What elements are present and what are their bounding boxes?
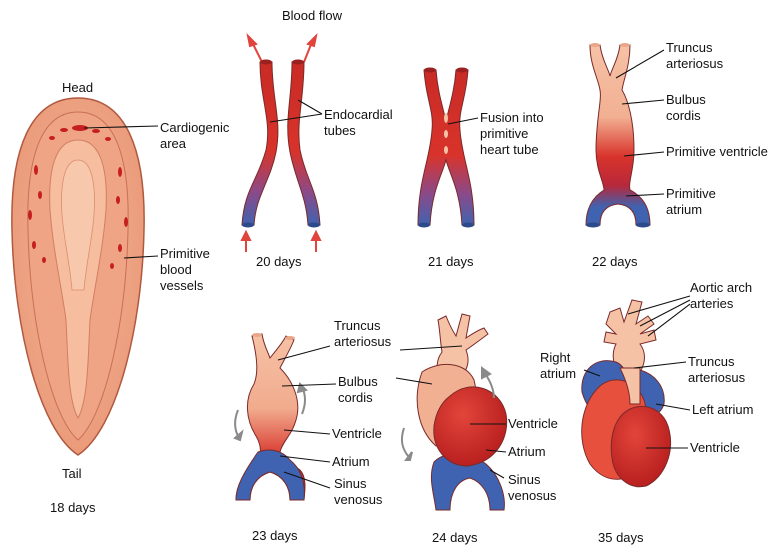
primitive-vessels-label-line1: Primitive (160, 246, 210, 261)
days-20-label: 20 days (256, 254, 302, 269)
ventricle-35-label: Ventricle (690, 440, 740, 455)
primitive-vessels-label-line2: blood (160, 262, 192, 277)
left-atrium-label: Left atrium (692, 402, 753, 417)
right-endocardial-tube (288, 62, 320, 225)
sinus-23-label-line1: Sinus (334, 476, 367, 491)
bulbus-22-label-line1: Bulbus (666, 92, 706, 107)
primitive-vessels-label-line3: vessels (160, 278, 204, 293)
fusion-label-line3: heart tube (480, 142, 539, 157)
stage-20-days: Blood flow Endocardial tubes 20 days (242, 8, 393, 269)
stage-24-days: Ventricle Atrium Sinus venosus 24 days (396, 314, 558, 545)
head-label: Head (62, 80, 93, 95)
embryo-18-days: Head Tail 18 days Cardiogenic area Primi… (12, 80, 230, 515)
right-atrium-label-line1: Right (540, 350, 571, 365)
ventricle-23-label: Ventricle (332, 426, 382, 441)
atrium-24-label: Atrium (508, 444, 546, 459)
fusion-label-line1: Fusion into (480, 110, 544, 125)
fusion-gaps (444, 113, 448, 154)
truncus-23-label-line2: arteriosus (334, 334, 392, 349)
sinus-23-label-line2: venosus (334, 492, 383, 507)
bulbus-23-label-line1: Bulbus (338, 374, 378, 389)
tail-label: Tail (62, 466, 82, 481)
days-23-label: 23 days (252, 528, 298, 543)
sinus-24-label-line1: Sinus (508, 472, 541, 487)
primitive-atrium-label-line2: atrium (666, 202, 702, 217)
endocardial-leader-b (298, 100, 322, 114)
truncus-22-label-line1: Truncus (666, 40, 713, 55)
stage-35-days: Aortic arch arteries Truncus arteriosus … (540, 280, 753, 545)
aortic-leader-b (640, 300, 690, 326)
heart-22-days (586, 45, 650, 225)
cardiogenic-label-line1: Cardiogenic (160, 120, 230, 135)
truncus-35-label-line1: Truncus (688, 354, 735, 369)
blood-flow-label: Blood flow (282, 8, 343, 23)
truncus-35-label-line2: arteriosus (688, 370, 746, 385)
primitive-atrium-label-line1: Primitive (666, 186, 716, 201)
days-22-label: 22 days (592, 254, 638, 269)
endocardial-label-line2: tubes (324, 123, 356, 138)
sinus-24-label-line2: venosus (508, 488, 557, 503)
left-endocardial-tube (242, 62, 278, 225)
bulbus-22-label-line2: cordis (666, 108, 701, 123)
bulbus-22-leader (622, 100, 664, 104)
atrium-23-label: Atrium (332, 454, 370, 469)
bulbus-23-label-line2: cordis (338, 390, 373, 405)
right-atrium-label-line2: atrium (540, 366, 576, 381)
days-24-label: 24 days (432, 530, 478, 545)
aortic-leader-c (648, 304, 690, 336)
aortic-label-line1: Aortic arch (690, 280, 752, 295)
cardiogenic-label-line2: area (160, 136, 187, 151)
stage-22-days: Truncus arteriosus Bulbus cordis Primiti… (586, 40, 768, 269)
ventricle-24-label: Ventricle (508, 416, 558, 431)
left-ventricle-35 (611, 406, 670, 486)
truncus-23-label-line1: Truncus (334, 318, 381, 333)
aortic-label-line2: arteries (690, 296, 734, 311)
stage-21-days: Fusion into primitive heart tube 21 days (418, 68, 544, 270)
days-18-label: 18 days (50, 500, 96, 515)
stage-23-days: Truncus arteriosus Bulbus cordis Ventric… (235, 318, 392, 543)
days-35-label: 35 days (598, 530, 644, 545)
days-21-label: 21 days (428, 254, 474, 269)
fusion-label-line2: primitive (480, 126, 528, 141)
primitive-ventricle-label: Primitive ventricle (666, 144, 768, 159)
endocardial-label-line1: Endocardial (324, 107, 393, 122)
truncus-22-label-line2: arteriosus (666, 56, 724, 71)
